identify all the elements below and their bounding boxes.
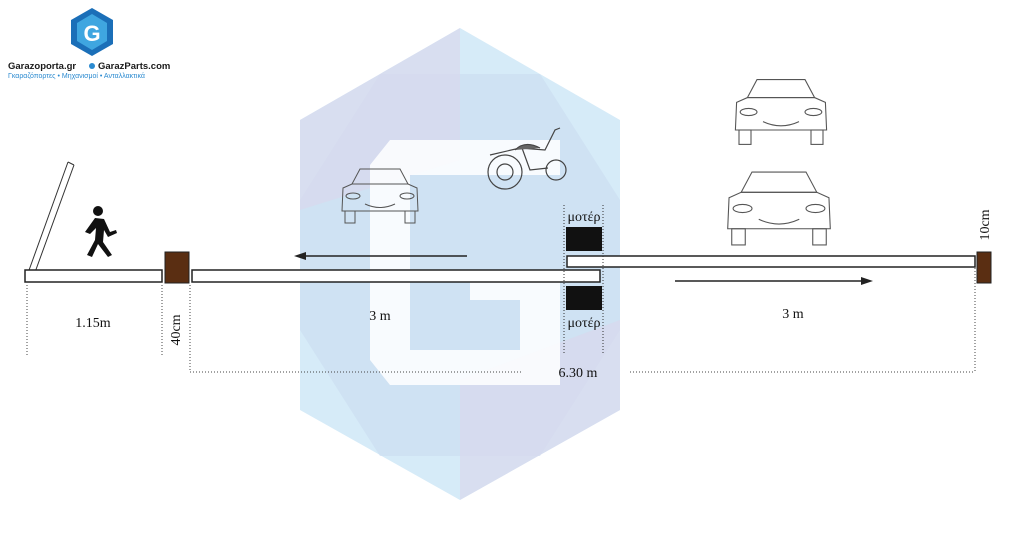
pedestrian-icon	[85, 206, 117, 257]
post-width-label: 40cm	[169, 314, 184, 345]
total-width-label: 6.30 m	[559, 366, 598, 381]
right-sliding-panel	[566, 255, 976, 268]
left-post	[164, 251, 190, 284]
door-open-line	[27, 161, 69, 274]
left-sliding-panel	[191, 269, 601, 283]
motor-bottom	[566, 286, 602, 310]
right-panel-label: 3 m	[782, 307, 804, 322]
logo-tagline: Γκαραζόπορτες • Μηχανισμοί • Ανταλλακτικ…	[8, 72, 145, 80]
motor-top	[566, 227, 602, 251]
pedestrian-door-panel	[24, 269, 163, 283]
logo-letter: G	[83, 21, 100, 46]
brand-logo[interactable]: G Garazoporta.gr GarazParts.com Γκαραζόπ…	[8, 8, 170, 80]
dot-icon	[89, 63, 95, 69]
logo-site-1: Garazoporta.gr	[8, 61, 76, 72]
motor-top-label: μοτέρ	[568, 210, 601, 225]
left-width-label: 1.15m	[75, 316, 111, 331]
motorcycle-icon	[487, 127, 567, 190]
car-icon	[341, 168, 419, 224]
arrow-right-icon	[675, 277, 873, 285]
right-post-label: 10cm	[978, 209, 993, 240]
car-icon	[734, 79, 828, 145]
logo-site-2: GarazParts.com	[98, 61, 170, 72]
motor-bottom-label: μοτέρ	[568, 316, 601, 331]
car-icon	[727, 171, 831, 246]
arrow-left-icon	[294, 252, 467, 260]
right-post	[976, 251, 992, 284]
left-panel-label: 3 m	[369, 309, 391, 324]
